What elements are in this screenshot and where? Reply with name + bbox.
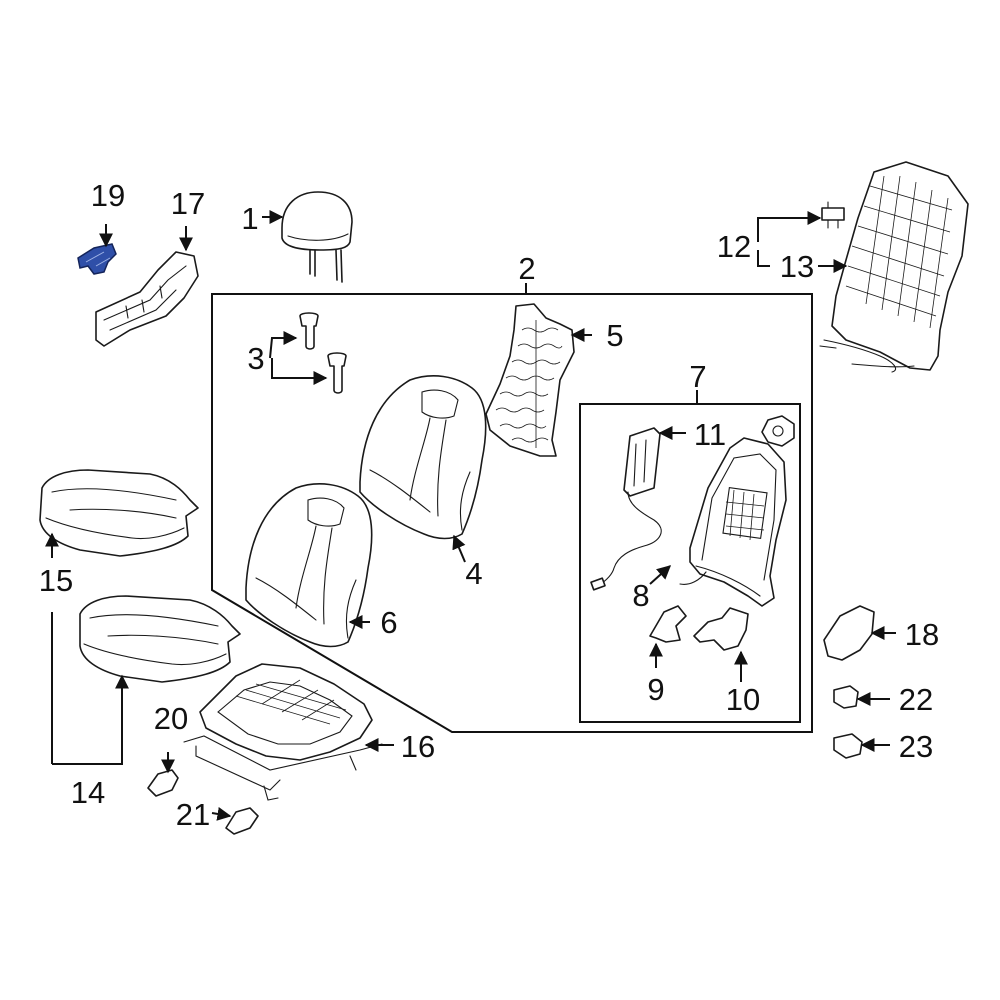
part-13-outline [831, 161, 969, 371]
part-8-detail [679, 453, 777, 597]
seat-back-group-box [211, 293, 813, 733]
part-11-connector [590, 577, 606, 591]
part-8-grid-lines [725, 489, 765, 541]
part-8-outline [689, 437, 787, 607]
part-5-pattern [495, 320, 563, 448]
part-19-shape-detail [85, 251, 111, 267]
part-15-detail [45, 488, 185, 540]
callout-15: 15 [39, 563, 73, 598]
callout-20: 20 [154, 701, 188, 736]
part-4-back-cover[interactable] [359, 375, 487, 540]
part-22-clip[interactable] [833, 685, 859, 709]
part-13-grid [845, 175, 953, 329]
callout-2: 2 [518, 251, 535, 286]
part-17-side-trim[interactable] [95, 251, 199, 347]
callout-1: 1 [241, 201, 258, 236]
part-7-nut-shape [761, 415, 795, 447]
callout-21: 21 [176, 797, 210, 832]
callout-13: 13 [780, 249, 814, 284]
part-11-airbag-module[interactable] [590, 427, 662, 591]
callout-11: 11 [694, 417, 726, 452]
part-19-shape [77, 243, 117, 275]
callout-16: 16 [401, 729, 435, 764]
part-1-cushion [281, 191, 353, 251]
part-3-guide-b [327, 352, 347, 394]
callout-5: 5 [606, 318, 623, 353]
part-20-cap[interactable] [147, 769, 179, 797]
part-16-mesh [235, 679, 347, 725]
part-14-detail [83, 614, 227, 666]
part-15-outline [39, 469, 199, 557]
part-8-back-frame[interactable] [679, 437, 787, 607]
part-14-cushion-assy[interactable] [79, 595, 241, 683]
part-5-lumbar-mat[interactable] [485, 303, 575, 457]
part-11-body [623, 427, 661, 497]
callout-9: 9 [647, 672, 664, 707]
callout-7: 7 [689, 359, 706, 394]
callout-19: 19 [91, 178, 125, 213]
part-4-outline [359, 375, 487, 540]
callout-3: 3 [247, 341, 264, 376]
part-5-outline [485, 303, 575, 457]
callout-22: 22 [899, 682, 933, 717]
part-17-shape [95, 251, 199, 347]
callout-4: 4 [465, 556, 482, 591]
part-11-harness [597, 491, 662, 587]
part-6-outline [245, 483, 373, 648]
part-1-detail [287, 233, 349, 241]
part-6-detail [255, 497, 357, 639]
part-14-outline [79, 595, 241, 683]
part-9-bracket[interactable] [649, 605, 687, 643]
part-16-cushion-frame[interactable] [183, 663, 383, 801]
part-17-detail [103, 265, 187, 331]
part-7-nut-hole [772, 425, 784, 437]
part-10-bracket[interactable] [693, 607, 749, 651]
part-16-rails [183, 735, 383, 801]
callout-10: 10 [726, 682, 760, 717]
part-19-clip[interactable] [77, 243, 117, 275]
part-16-inner [217, 681, 353, 745]
part-13-harness [819, 339, 915, 373]
part-11-detail [633, 439, 647, 487]
part-12-body [821, 207, 845, 221]
part-21-cap[interactable] [225, 807, 259, 835]
callout-labels: 1 2 3 4 5 6 7 8 9 10 11 12 13 14 15 16 1… [39, 178, 939, 832]
leader-lines [45, 210, 896, 821]
part-1-stay-right [335, 249, 338, 281]
part-3-guide-a [299, 312, 319, 350]
callout-14: 14 [71, 775, 105, 810]
part-13-back-panel[interactable] [819, 161, 969, 373]
part-23-clip[interactable] [833, 733, 863, 759]
part-15-cushion-cover[interactable] [39, 469, 199, 557]
callout-6: 6 [380, 605, 397, 640]
part-8-grid [722, 486, 768, 540]
callout-23: 23 [899, 729, 933, 764]
part-3-guides[interactable] [299, 312, 347, 394]
part-1-stay-right-b [340, 249, 343, 283]
part-6-back-cover[interactable] [245, 483, 373, 648]
part-1-headrest[interactable] [281, 191, 353, 283]
part-12-sensor[interactable] [821, 201, 845, 229]
callout-18: 18 [905, 617, 939, 652]
callout-17: 17 [171, 186, 205, 221]
part-4-detail [369, 389, 471, 531]
frame-subgroup-box [579, 403, 801, 723]
callout-12: 12 [717, 229, 751, 264]
part-7-nut[interactable] [761, 415, 795, 447]
part-18-trim-cover[interactable] [823, 605, 875, 661]
callout-8: 8 [632, 578, 649, 613]
